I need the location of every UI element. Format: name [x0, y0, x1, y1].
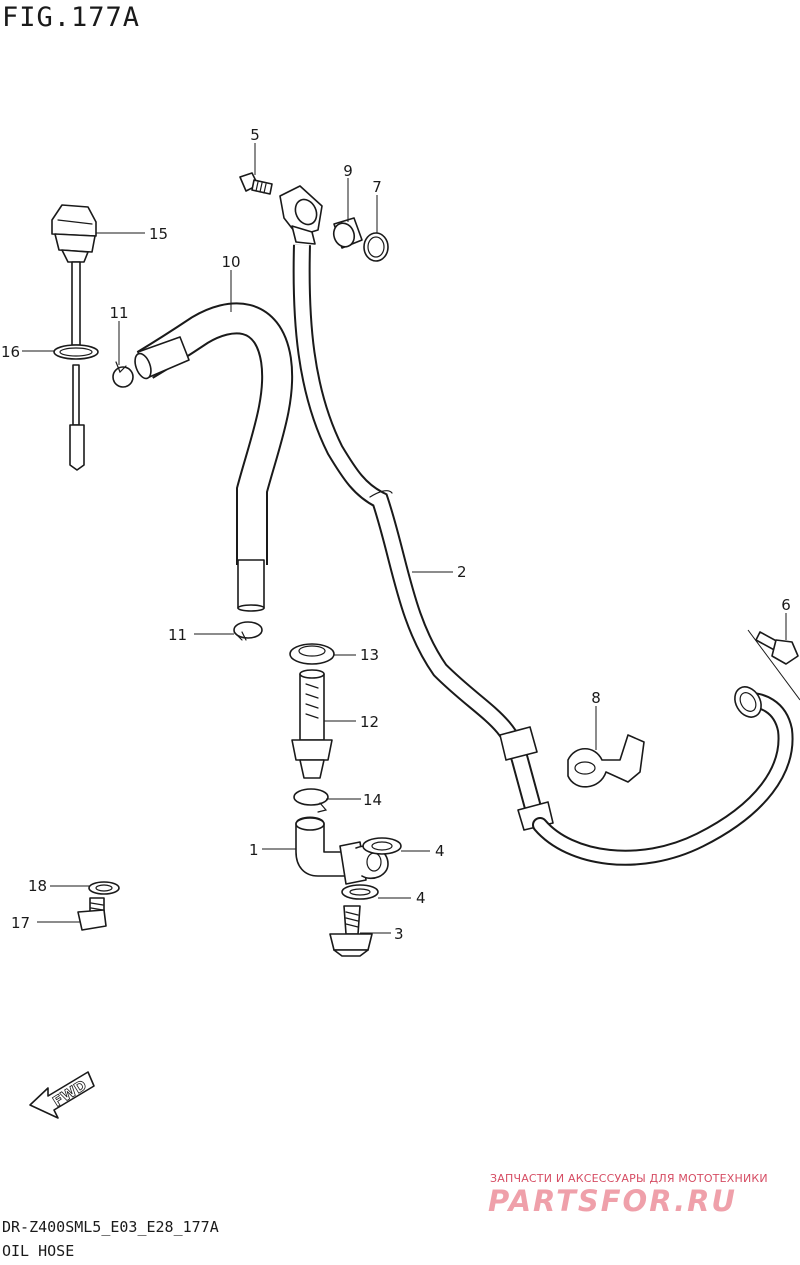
part-10-breather-hose	[134, 302, 294, 612]
part-11-clip-lower	[233, 621, 263, 641]
callout-13: 13	[360, 646, 379, 664]
diagram-description: OIL HOSE	[2, 1242, 75, 1260]
callout-6: 6	[781, 596, 791, 614]
part-8-clamp	[567, 734, 645, 788]
callout-10: 10	[221, 253, 240, 271]
callout-2: 2	[457, 563, 467, 581]
part-15-dipstick-cap	[51, 204, 97, 263]
callout-7: 7	[372, 178, 382, 196]
callout-12: 12	[360, 713, 379, 731]
figure-title: FIG.177A	[2, 2, 141, 33]
part-3-banjo-bolt	[329, 905, 373, 957]
callout-9: 9	[343, 162, 353, 180]
callout-11-lower: 11	[168, 626, 187, 644]
part-13-seal	[289, 643, 335, 665]
part-5-bolt	[239, 172, 273, 195]
part-9-collar	[332, 217, 363, 249]
leader-lines	[22, 143, 787, 934]
callout-labels: 5 9 7 15 10 11 16 2 6 11 13 12 8 14 1 4 …	[1, 126, 791, 943]
callout-16: 16	[1, 343, 20, 361]
part-18-gasket	[88, 881, 120, 895]
part-6-bolt	[747, 629, 800, 701]
part-16-o-ring	[53, 344, 99, 360]
fwd-arrow-icon: FWD	[29, 1071, 95, 1119]
part-14-clamp	[293, 788, 329, 813]
watermark-logo: PARTSFOR.RU	[488, 1184, 737, 1218]
part-11-clip-upper	[112, 361, 134, 388]
callout-18: 18	[28, 877, 47, 895]
callout-8: 8	[591, 689, 601, 707]
callout-11-upper: 11	[109, 304, 128, 322]
watermark-tagline: ЗАПЧАСТИ И АКСЕССУАРЫ ДЛЯ МОТОТЕХНИКИ	[490, 1172, 768, 1185]
part-dipstick-rod	[69, 261, 85, 471]
callout-1: 1	[249, 841, 259, 859]
part-7-washer	[363, 232, 389, 262]
callout-5: 5	[250, 126, 260, 144]
part-4-washer-lower	[341, 884, 379, 900]
callout-14: 14	[363, 791, 382, 809]
part-17-drain-bolt	[77, 897, 107, 931]
diagram-code: DR-Z400SML5_E03_E28_177A	[2, 1218, 219, 1236]
callout-4-lower: 4	[416, 889, 426, 907]
part-12-union	[291, 669, 333, 779]
callout-3: 3	[394, 925, 404, 943]
part-banjo-fitting	[279, 185, 323, 245]
callout-4-upper: 4	[435, 842, 445, 860]
part-2-oil-hose	[292, 244, 794, 866]
callout-15: 15	[149, 225, 168, 243]
part-4-washer-upper	[362, 837, 402, 855]
callout-17: 17	[11, 914, 30, 932]
